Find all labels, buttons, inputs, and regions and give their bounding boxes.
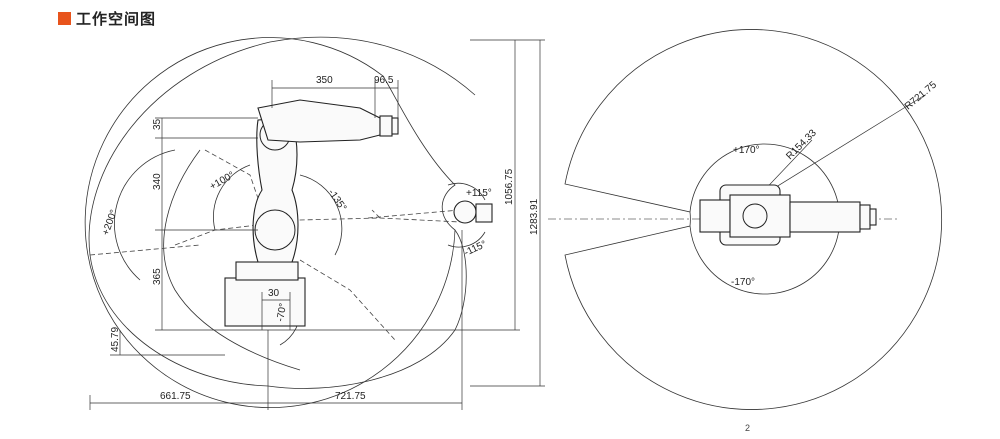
arc-minus135 [299, 174, 343, 256]
section-header: 工作空间图 [58, 8, 156, 28]
angle-plus200: +200° [100, 208, 119, 237]
wrist-pose-alt [453, 200, 477, 224]
angle-plus115: +115° [466, 188, 492, 199]
reach-dash-5 [367, 209, 461, 219]
dim-365: 365 [152, 268, 163, 285]
dim-45-79: 45.79 [110, 327, 121, 352]
dim-721-75: 721.75 [335, 391, 366, 402]
dim-35: 35 [152, 118, 163, 130]
dim-30: 30 [268, 288, 280, 299]
angle-minus70: -70° [275, 302, 289, 322]
dim-661-75: 661.75 [160, 391, 191, 402]
dim-1056-75: 1056.75 [504, 168, 515, 205]
side-dimensions [89, 39, 545, 410]
top-arm [789, 201, 861, 233]
angle-plus100: +100° [208, 170, 236, 193]
outer-envelope [84, 37, 456, 408]
dim-96-5: 96.5 [374, 75, 394, 86]
dim-350: 350 [316, 75, 333, 86]
arc-plus115 [447, 182, 486, 201]
angle-plus170: +170° [733, 145, 760, 156]
angle-minus170: -170° [731, 277, 755, 288]
orange-square-icon [58, 11, 71, 25]
leader-r721 [754, 94, 926, 201]
top-joint [742, 203, 768, 229]
dim-r154-33: R154.33 [784, 127, 819, 162]
robot-wrist [379, 115, 393, 137]
angle-minus115: -115° [463, 239, 489, 259]
angle-minus135: -135° [326, 187, 349, 213]
robot-flange [391, 117, 399, 135]
top-rear [699, 199, 731, 233]
arc-plus200 [114, 149, 176, 281]
dim-r721-75: R721.75 [903, 79, 939, 112]
arc-plus100 [213, 164, 251, 231]
reach-dash-1 [174, 217, 461, 246]
top-turret [729, 194, 791, 238]
dim-340: 340 [152, 173, 163, 190]
top-wrist [859, 204, 871, 230]
robot-top [699, 184, 877, 246]
top-view: R721.75 R154.33 +170° -170° [548, 29, 943, 410]
dim-1283-91: 1283.91 [529, 198, 540, 235]
top-outer-circle [564, 29, 943, 410]
section-title: 工作空间图 [76, 10, 157, 28]
robot-upper-arm [257, 99, 381, 143]
outer-envelope-main [88, 36, 476, 387]
arc-minus115 [447, 231, 486, 248]
reach-dash-4 [299, 259, 396, 341]
side-view: 350 96.5 35 340 365 45.79 30 661.75 721.… [84, 36, 545, 410]
top-flange [869, 208, 877, 226]
inner-envelope [163, 149, 301, 371]
robot-base [224, 277, 306, 327]
wrist-pose-alt-flange [475, 203, 493, 223]
page-number: 2 [745, 423, 751, 433]
lower-envelope [267, 229, 467, 389]
robot-turret [235, 261, 299, 281]
reach-dash-2 [89, 244, 201, 256]
robot-side [224, 99, 493, 327]
